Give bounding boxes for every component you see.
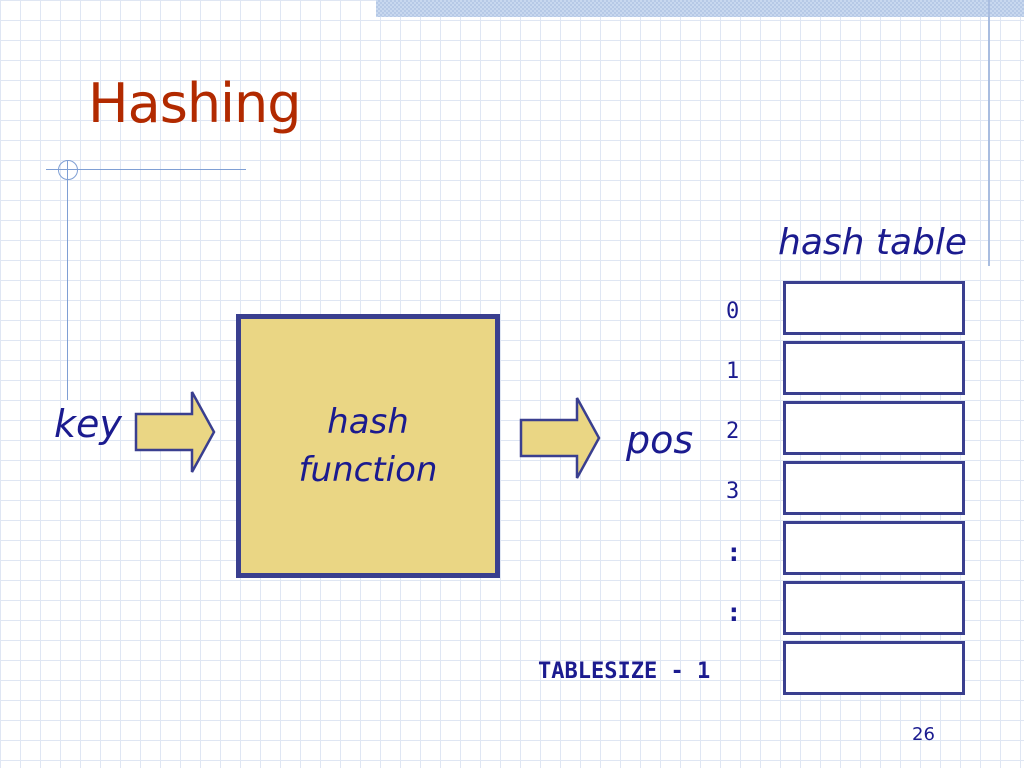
hash-table-slot — [783, 401, 965, 455]
hash-table-slot — [783, 461, 965, 515]
top-decorative-band — [376, 0, 1024, 17]
table-index-ellipsis: : — [726, 598, 742, 628]
hash-function-box: hash function — [236, 314, 500, 578]
hash-table-slot — [783, 641, 965, 695]
hash-function-label-line2: function — [298, 450, 438, 490]
hash-table-slot — [783, 341, 965, 395]
hash-table-label: hash table — [778, 222, 968, 263]
arrow-key-to-hash-icon — [134, 391, 216, 473]
hash-table-slot — [783, 581, 965, 635]
table-index-last: TABLESIZE - 1 — [538, 659, 711, 684]
arrow-hash-to-pos-icon — [519, 397, 601, 479]
slide-title: Hashing — [88, 72, 302, 135]
hash-function-label-line1: hash — [327, 402, 409, 442]
decorative-circle — [58, 160, 78, 180]
table-index: 3 — [726, 479, 740, 504]
right-decorative-line — [988, 0, 990, 266]
hash-table-slot — [783, 521, 965, 575]
decorative-vertical-line — [67, 160, 68, 400]
table-index: 1 — [726, 359, 740, 384]
table-index: 0 — [726, 299, 740, 324]
decorative-horizontal-line — [46, 169, 246, 170]
table-index: 2 — [726, 419, 740, 444]
page-number: 26 — [912, 724, 935, 745]
table-index-ellipsis: : — [726, 538, 742, 568]
key-label: key — [54, 402, 122, 446]
hash-table-slot — [783, 281, 965, 335]
pos-label: pos — [626, 418, 694, 462]
